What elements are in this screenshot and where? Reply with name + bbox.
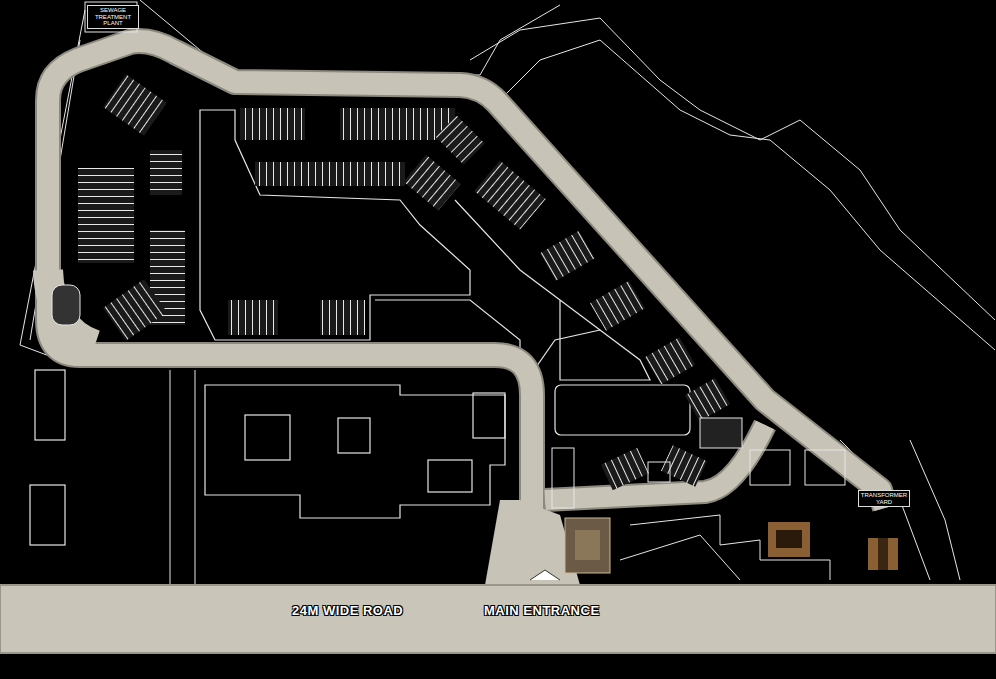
structure [52,2,845,580]
facility-label: TRANSFORMER YARD [858,490,910,507]
entrance-marker [530,570,560,580]
main-road [0,585,996,653]
site-boundary [20,0,995,585]
parking-stalls [78,74,730,490]
facility-label: SEWAGE TREATMENT PLANT [87,5,139,29]
entrance-label: MAIN ENTRANCE [484,603,600,618]
road-label: 24M WIDE ROAD [292,603,403,618]
building-roof [565,518,898,573]
building-outline [30,110,690,545]
internal-road [48,41,885,586]
